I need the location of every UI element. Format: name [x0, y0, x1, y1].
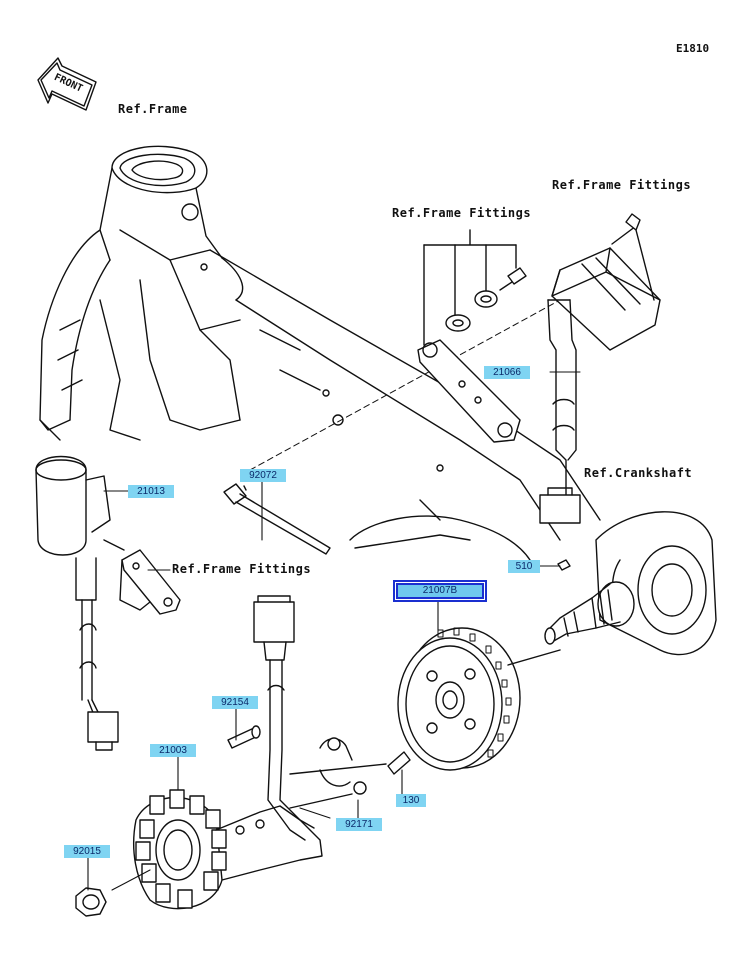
part-tag-21066[interactable]: 21066 [484, 366, 530, 379]
cable-tie-drawing [223, 483, 331, 555]
frame-fittings-mid [417, 229, 527, 443]
part-tag-510[interactable]: 510 [508, 560, 540, 573]
part-tag-92171[interactable]: 92171 [336, 818, 382, 831]
ref-frame-fittings-top: Ref.Frame Fittings [552, 178, 692, 192]
part-tag-130[interactable]: 130 [396, 794, 426, 807]
rotor-drawing [397, 627, 561, 771]
bolt-92154-drawing [227, 725, 261, 749]
front-arrow-icon [37, 57, 97, 111]
diagram-code: E1810 [676, 42, 710, 55]
stator-connector-drawing [253, 595, 315, 841]
ref-frame: Ref.Frame [118, 102, 188, 116]
ref-frame-fittings-low: Ref.Frame Fittings [172, 562, 312, 576]
frame-drawing [39, 145, 601, 561]
pickup-coil-drawing [35, 455, 119, 751]
ref-crankshaft: Ref.Crankshaft [584, 466, 693, 480]
stator-drawing [133, 789, 323, 910]
clamp-drawing [289, 737, 411, 809]
part-tag-92015[interactable]: 92015 [64, 845, 110, 858]
part-tag-92154[interactable]: 92154 [212, 696, 258, 709]
crankshaft-drawing [544, 511, 717, 656]
part-tag-92072[interactable]: 92072 [240, 469, 286, 482]
leader-lines [87, 371, 581, 891]
part-tag-21007B[interactable]: 21007B [395, 582, 485, 600]
part-tag-21013[interactable]: 21013 [128, 485, 174, 498]
nut-drawing [75, 887, 107, 917]
bracket-drawing [103, 539, 181, 615]
part-tag-21003[interactable]: 21003 [150, 744, 196, 757]
ref-frame-fittings-mid: Ref.Frame Fittings [392, 206, 532, 220]
regulator-drawing [539, 213, 661, 524]
